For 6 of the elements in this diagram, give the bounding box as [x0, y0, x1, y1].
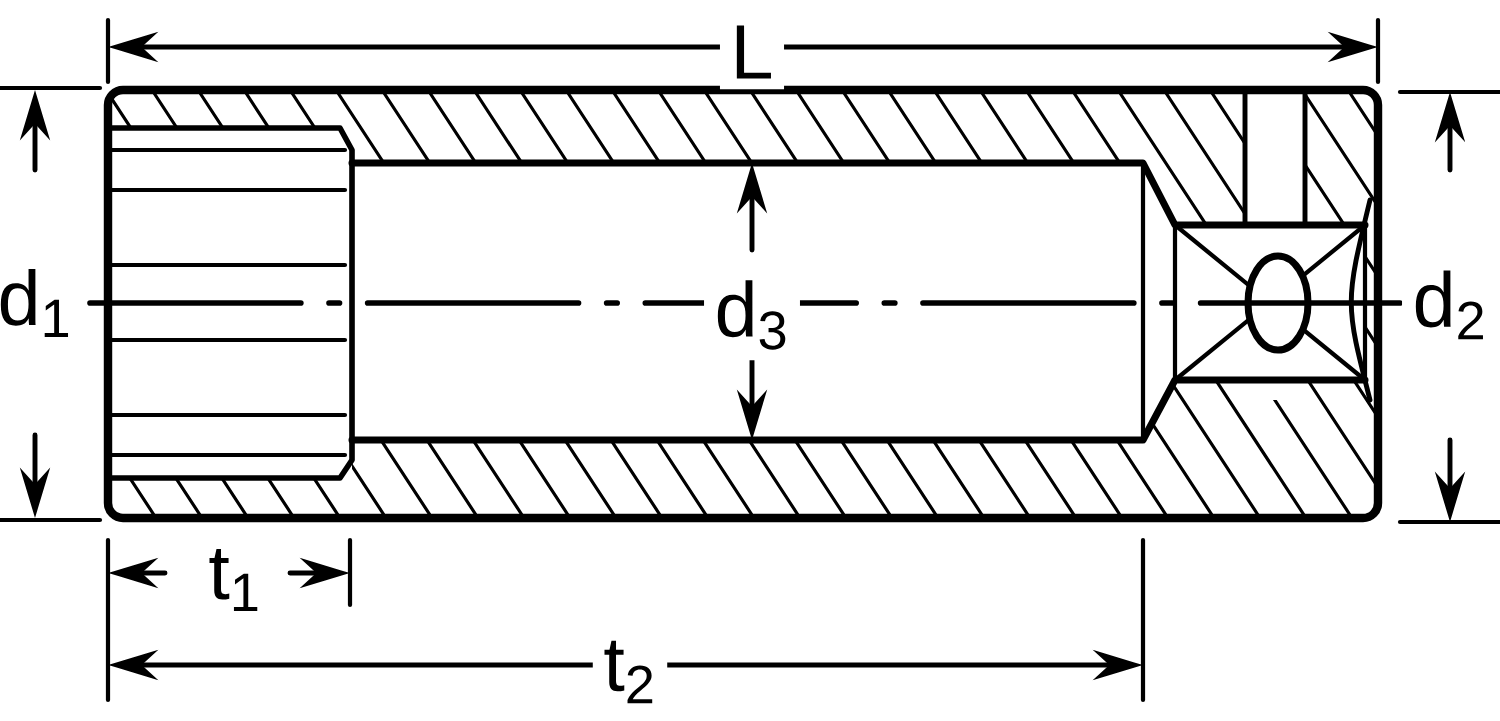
dimension-label: t$_{1}$ — [197, 538, 273, 622]
dimension-label: t$_{2}$ — [592, 630, 668, 714]
dimension-label: d$_{3}$ — [704, 269, 800, 361]
dimension-label: d$_{1}$ — [0, 258, 83, 348]
dimension-label: L — [719, 14, 785, 90]
dimension-label: d$_{2}$ — [1402, 260, 1498, 350]
